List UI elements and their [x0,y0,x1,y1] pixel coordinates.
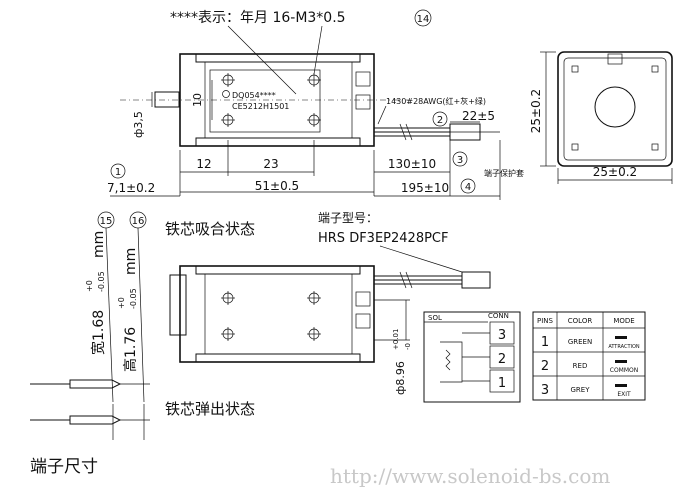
pin-table-row2-color: RED [573,362,588,370]
label-area [209,69,321,133]
state-attracted-label: 铁芯吸合状态 [165,220,255,238]
width-spec-unit: mm [91,231,107,258]
terminal-model: HRS DF3EP2428PCF [318,231,448,246]
dim-10: 10 [191,93,204,107]
conn-pin-3: 3 [498,328,506,343]
sol-conn-box [423,311,521,403]
height-spec-tol-bot: -0.05 [129,288,138,309]
terminal-pins [30,379,150,440]
callout-3: 3 [457,155,463,166]
terminal-model-leader [379,245,463,273]
state-released-label: 铁芯弹出状态 [165,400,255,418]
pin-table-header-pins: PINS [537,317,554,325]
callout-circles [110,111,476,194]
bracket-slot-upper [355,71,371,87]
terminal-callouts [97,211,147,403]
dim-51: 51±0.5 [255,179,299,193]
date-code-note: ****表示：年月 16-M3*0.5 [170,10,346,26]
width-spec-label: 宽1.68 [90,310,107,355]
dim-plunger-tol-top: +0.01 [392,329,400,350]
dim-195: 195±10 [401,181,449,195]
wire-spec-note: 1430#28AWG(红+灰+绿) [386,96,486,106]
dimension-lines-top-view [110,121,501,200]
frame-bottom-flange [195,137,361,146]
conn-label: CONN [488,312,509,320]
callout-4: 4 [465,182,471,193]
conn-pin-2: 2 [498,352,506,367]
solenoid-body-top [179,53,375,147]
lead-wires [374,123,450,141]
callout-2: 2 [437,115,443,126]
logo-mark [222,90,230,98]
callout-1: 1 [115,167,121,178]
callout-16: 16 [132,216,145,227]
height-spec-tol-top: +0 [117,297,126,309]
callout-15: 15 [100,216,113,227]
pin-table-row1-color: GREEN [568,338,592,346]
callout-14-circle [414,9,432,27]
leader-note-screw [313,25,323,75]
end-view [540,51,673,184]
pin-table-header-mode: MODE [613,317,634,325]
dim-7-1: 7,1±0.2 [107,181,155,195]
pin-table [532,311,646,401]
dim-shaft-diameter: ф3,5 [132,111,145,138]
leader-note-label [227,25,297,95]
conn-pin-1: 1 [498,376,506,391]
pin-table-header-color: COLOR [568,317,593,325]
dim-12: 12 [196,157,211,171]
pin-table-row1-mode: ATTRACTION [608,344,640,350]
width-spec-tol-bot: -0.05 [97,271,106,292]
height-spec-label: 高1.76 [122,327,139,372]
pin-table-row3-pin: 3 [541,383,549,398]
dim-plunger-tol-bot: -0 [404,343,412,350]
sol-label: SOL [428,314,442,322]
dim-23: 23 [263,157,278,171]
pin-table-row2-mode: COMMON [610,367,638,374]
sleeve-note: 端子保护套 [484,168,524,178]
dim-25-horizontal: 25±0.2 [593,165,637,179]
pin-table-row2-pin: 2 [541,359,549,374]
height-spec-unit: mm [123,248,139,275]
dim-25-vertical: 25±0.2 [529,89,543,133]
dim-plunger-diameter: ф8.96 [394,361,407,395]
terminal-model-label: 端子型号： [318,211,378,225]
part-number-label: DQ054**** [232,91,276,100]
pin-table-row1-pin: 1 [541,335,549,350]
pin-table-row3-mode: EXIT [617,391,631,398]
terminal-size-label: 端子尺寸 [30,457,98,477]
pin-table-row3-color: GREY [571,386,591,394]
mounting-holes-top [221,73,321,127]
bracket-slot-lower [355,94,371,110]
width-spec: 宽1.68 +0 -0.05 mm [85,231,107,355]
dim-22: 22±5 [462,109,495,123]
watermark-url: http://www.solenoid-bs.com [330,464,610,488]
width-spec-tol-top: +0 [85,280,94,292]
wire-note-leader [377,105,387,125]
callout-14: 14 [417,14,430,25]
dim-130: 130±10 [388,157,436,171]
plunger-shaft [154,91,180,108]
spec-code-label: CE5212H1501 [232,102,289,111]
frame-top-flange [195,54,361,63]
solenoid-body-released [169,265,491,363]
height-spec: 高1.76 +0 -0.05 mm [117,248,139,372]
